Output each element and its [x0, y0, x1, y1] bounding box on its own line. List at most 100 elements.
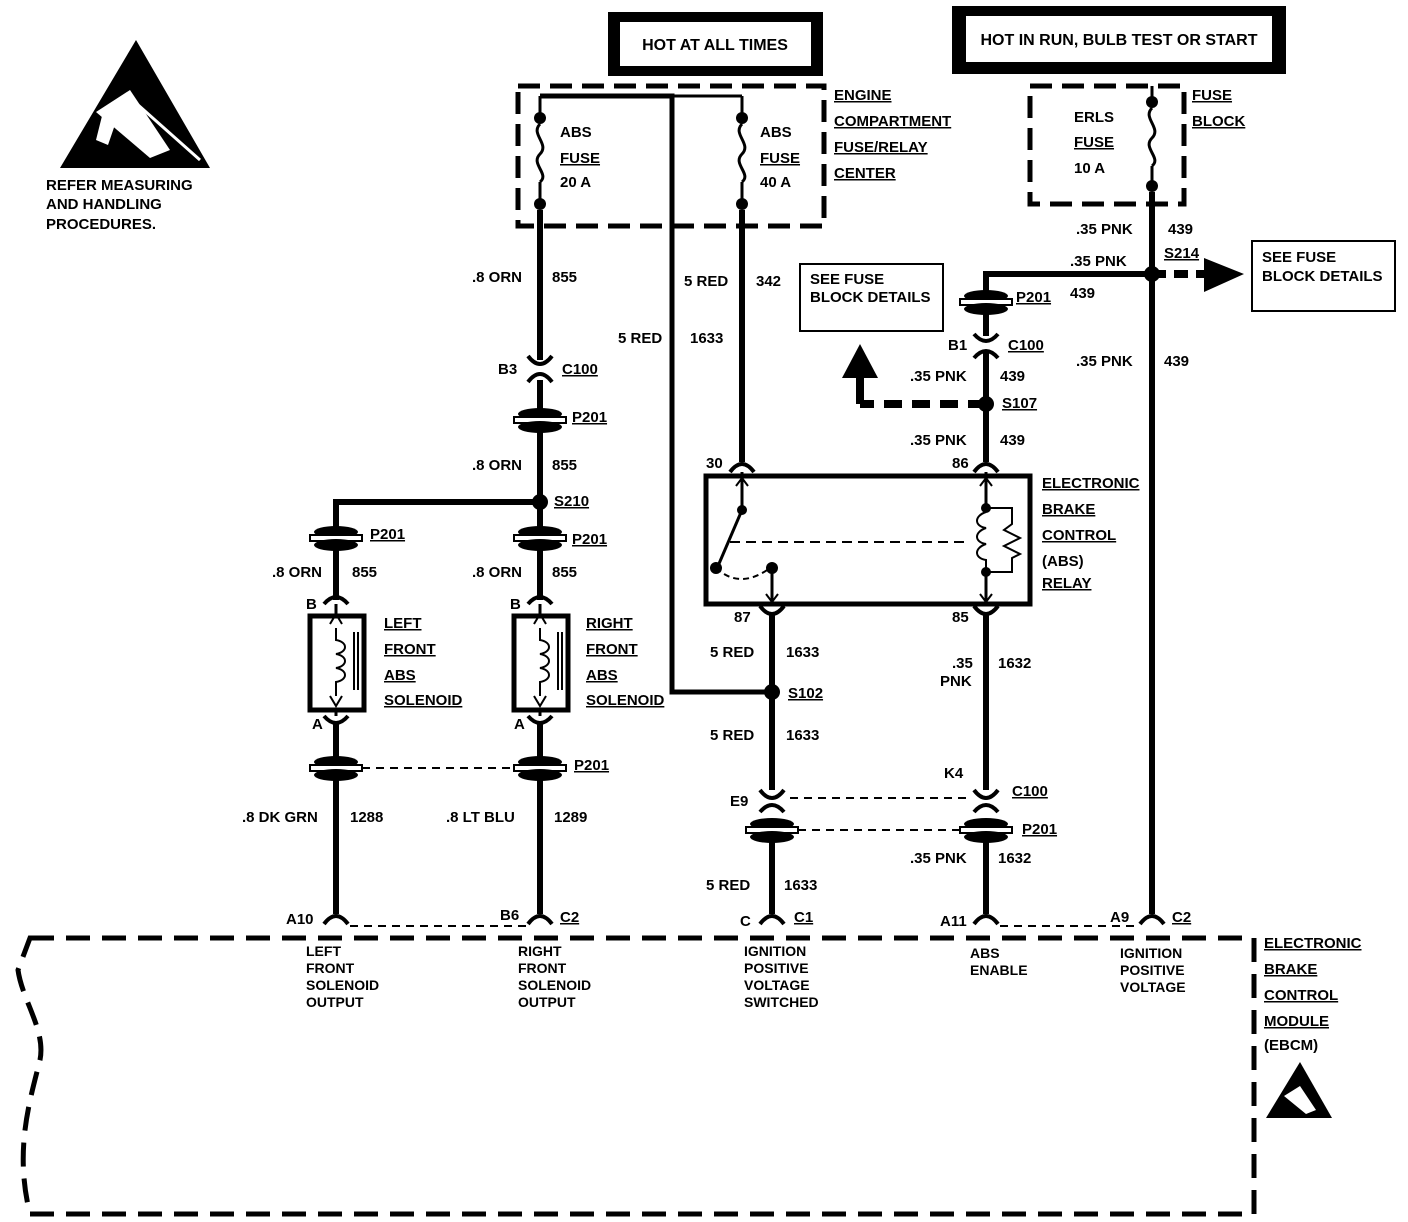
svg-text:1633: 1633 [784, 877, 817, 894]
s214-branch [1152, 258, 1244, 292]
svg-text:5 RED: 5 RED [684, 273, 728, 290]
svg-text:HOT AT ALL TIMES: HOT AT ALL TIMES [642, 37, 788, 54]
hot-in-run-box: HOT IN RUN, BULB TEST OR START [952, 6, 1286, 74]
svg-text:FUSE: FUSE [1074, 134, 1114, 151]
svg-text:IGNITION: IGNITION [744, 943, 806, 959]
svg-text:K4: K4 [944, 765, 964, 782]
svg-text:ABS: ABS [970, 945, 1000, 961]
erls-fuse: ERLS FUSE 10 A [1074, 86, 1158, 192]
svg-text:FUSE: FUSE [560, 150, 600, 167]
svg-text:86: 86 [952, 455, 969, 472]
svg-text:B3: B3 [498, 361, 517, 378]
svg-text:A11: A11 [940, 913, 967, 930]
svg-text:.35 PNK: .35 PNK [1076, 221, 1133, 238]
svg-text:PNK: PNK [940, 673, 972, 690]
svg-text:ABS: ABS [560, 124, 592, 141]
svg-text:.8 ORN: .8 ORN [272, 564, 322, 581]
esd-note-line1: REFER MEASURING [46, 177, 193, 194]
svg-text:P201: P201 [1016, 289, 1051, 306]
abs-relay [703, 472, 1033, 607]
svg-text:BLOCK: BLOCK [1192, 113, 1245, 130]
svg-text:.8 ORN: .8 ORN [472, 564, 522, 581]
svg-text:439: 439 [1000, 368, 1025, 385]
svg-text:87: 87 [734, 609, 751, 626]
svg-text:P201: P201 [574, 757, 609, 774]
svg-text:1288: 1288 [350, 809, 383, 826]
svg-text:A: A [514, 716, 525, 733]
svg-text:1633: 1633 [786, 727, 819, 744]
svg-text:P201: P201 [572, 409, 607, 426]
hot-at-all-times-box: HOT AT ALL TIMES [608, 12, 823, 76]
svg-text:RIGHT: RIGHT [518, 943, 562, 959]
svg-text:OUTPUT: OUTPUT [306, 994, 364, 1010]
engine-center-label: ENGINE COMPARTMENT FUSE/RELAY CENTER [834, 87, 951, 182]
p201-connectors [309, 290, 1013, 843]
svg-text:10 A: 10 A [1074, 160, 1105, 177]
splices [532, 266, 1160, 700]
svg-text:B: B [510, 596, 521, 613]
svg-text:CONTROL: CONTROL [1042, 527, 1116, 544]
svg-text:855: 855 [352, 564, 377, 581]
svg-text:C2: C2 [560, 909, 579, 926]
svg-text:OUTPUT: OUTPUT [518, 994, 576, 1010]
svg-text:POSITIVE: POSITIVE [744, 960, 809, 976]
svg-text:1633: 1633 [786, 644, 819, 661]
esd-note-line3: PROCEDURES. [46, 216, 156, 233]
svg-text:S107: S107 [1002, 395, 1037, 412]
svg-text:.35 PNK: .35 PNK [910, 850, 967, 867]
svg-text:.35 PNK: .35 PNK [1070, 253, 1127, 270]
svg-text:BLOCK DETAILS: BLOCK DETAILS [1262, 268, 1383, 285]
svg-text:5 RED: 5 RED [706, 877, 750, 894]
svg-text:BRAKE: BRAKE [1042, 501, 1095, 518]
svg-text:439: 439 [1000, 432, 1025, 449]
svg-text:.35 PNK: .35 PNK [1076, 353, 1133, 370]
svg-text:SEE FUSE: SEE FUSE [810, 271, 884, 288]
svg-text:342: 342 [756, 273, 781, 290]
svg-text:C100: C100 [1012, 783, 1048, 800]
svg-text:ELECTRONIC: ELECTRONIC [1042, 475, 1140, 492]
svg-text:SWITCHED: SWITCHED [744, 994, 819, 1010]
engine-fuse-center-box [515, 83, 827, 229]
svg-text:ENGINE: ENGINE [834, 87, 892, 104]
svg-text:855: 855 [552, 269, 577, 286]
svg-text:1633: 1633 [690, 330, 723, 347]
svg-text:MODULE: MODULE [1264, 1013, 1329, 1030]
svg-text:B6: B6 [500, 907, 519, 924]
svg-text:E9: E9 [730, 793, 748, 810]
svg-text:.8 ORN: .8 ORN [472, 457, 522, 474]
left-front-abs-solenoid [307, 604, 367, 716]
svg-text:S210: S210 [554, 493, 589, 510]
svg-text:VOLTAGE: VOLTAGE [1120, 979, 1186, 995]
see-fuse-block-box-1: SEE FUSE BLOCK DETAILS [799, 263, 944, 332]
esd-small-icon [1266, 1062, 1332, 1118]
svg-text:S102: S102 [788, 685, 823, 702]
svg-text:P201: P201 [572, 531, 607, 548]
svg-text:CENTER: CENTER [834, 165, 896, 182]
svg-text:FRONT: FRONT [586, 641, 638, 658]
svg-text:30: 30 [706, 455, 723, 472]
svg-text:P201: P201 [1022, 821, 1057, 838]
svg-text:1632: 1632 [998, 655, 1031, 672]
esd-warning-icon [60, 40, 210, 168]
svg-text:1632: 1632 [998, 850, 1031, 867]
svg-text:.35: .35 [952, 655, 973, 672]
svg-text:ABS: ABS [384, 667, 416, 684]
svg-text:FRONT: FRONT [518, 960, 567, 976]
svg-text:A10: A10 [286, 911, 314, 928]
svg-text:ABS: ABS [586, 667, 618, 684]
svg-text:LEFT: LEFT [384, 615, 422, 632]
svg-text:FUSE/RELAY: FUSE/RELAY [834, 139, 928, 156]
svg-text:855: 855 [552, 457, 577, 474]
svg-text:COMPARTMENT: COMPARTMENT [834, 113, 951, 130]
svg-text:BRAKE: BRAKE [1264, 961, 1317, 978]
svg-text:SOLENOID: SOLENOID [586, 692, 665, 709]
svg-text:FUSE: FUSE [1192, 87, 1232, 104]
svg-text:B1: B1 [948, 337, 967, 354]
svg-text:ENABLE: ENABLE [970, 962, 1028, 978]
svg-text:HOT IN RUN, BULB TEST OR START: HOT IN RUN, BULB TEST OR START [980, 32, 1257, 49]
s107-branch [842, 344, 986, 408]
see-fuse-block-box-2: SEE FUSE BLOCK DETAILS [1251, 240, 1396, 312]
svg-text:5 RED: 5 RED [618, 330, 662, 347]
svg-text:439: 439 [1070, 285, 1095, 302]
